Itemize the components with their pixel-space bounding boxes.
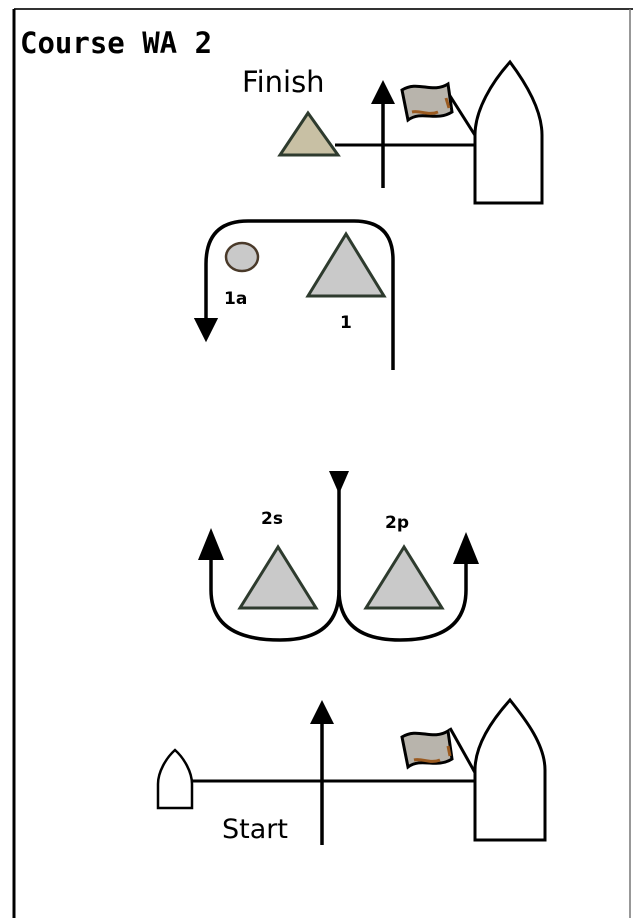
gate-2-area: 2s 2p xyxy=(198,471,479,642)
mark-1-area: 1a 1 xyxy=(193,219,395,370)
mark-2s-icon xyxy=(237,544,319,610)
mark-1a-label: 1a xyxy=(224,289,247,309)
start-area: Start xyxy=(156,697,547,845)
downwind-marker-icon xyxy=(329,471,349,494)
start-label: Start xyxy=(222,814,288,845)
rounding-path-2s xyxy=(209,490,341,642)
finish-label: Finish xyxy=(242,65,325,99)
rounding-path-1 xyxy=(193,219,395,370)
finish-pin-mark-icon xyxy=(277,110,341,157)
mark-1a-icon xyxy=(224,241,260,273)
wind-icon xyxy=(371,80,395,188)
mark-1-icon xyxy=(305,231,387,298)
start-committee-boat-icon xyxy=(473,697,547,842)
start-wind-icon xyxy=(310,700,334,845)
finish-committee-boat-icon xyxy=(473,59,544,205)
rounding-path-2p xyxy=(337,548,468,642)
mark-1-label: 1 xyxy=(340,313,352,333)
start-pin-boat-icon xyxy=(156,748,194,810)
finish-area: Finish xyxy=(242,59,544,205)
course-title: Course WA 2 xyxy=(20,26,212,60)
mark-2p-icon xyxy=(363,544,445,610)
finish-flag-icon xyxy=(400,81,454,123)
mark-2p-label: 2p xyxy=(385,513,409,533)
frame xyxy=(12,8,633,918)
start-flag-pole xyxy=(448,727,480,779)
mark-2s-label: 2s xyxy=(261,509,283,529)
start-flag-icon xyxy=(400,728,454,770)
